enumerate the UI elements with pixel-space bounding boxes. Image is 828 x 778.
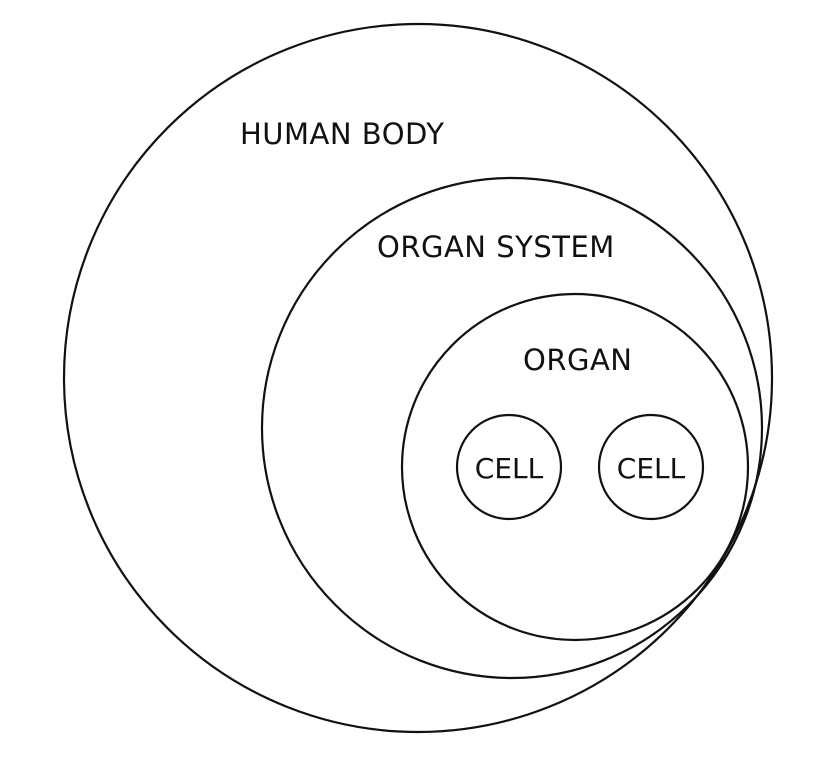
organ-system-label: ORGAN SYSTEM: [377, 230, 615, 264]
cell-label-2: CELL: [617, 452, 686, 485]
human-body-label: HUMAN BODY: [240, 117, 444, 151]
cell-circle-2: [597, 413, 705, 521]
organ-label: ORGAN: [523, 343, 632, 377]
cell-label-1: CELL: [475, 452, 544, 485]
human-body-circle: [62, 22, 774, 734]
cell-circle-1: [455, 413, 563, 521]
organ-system-circle: [260, 176, 764, 680]
organ-circle: [400, 292, 750, 642]
